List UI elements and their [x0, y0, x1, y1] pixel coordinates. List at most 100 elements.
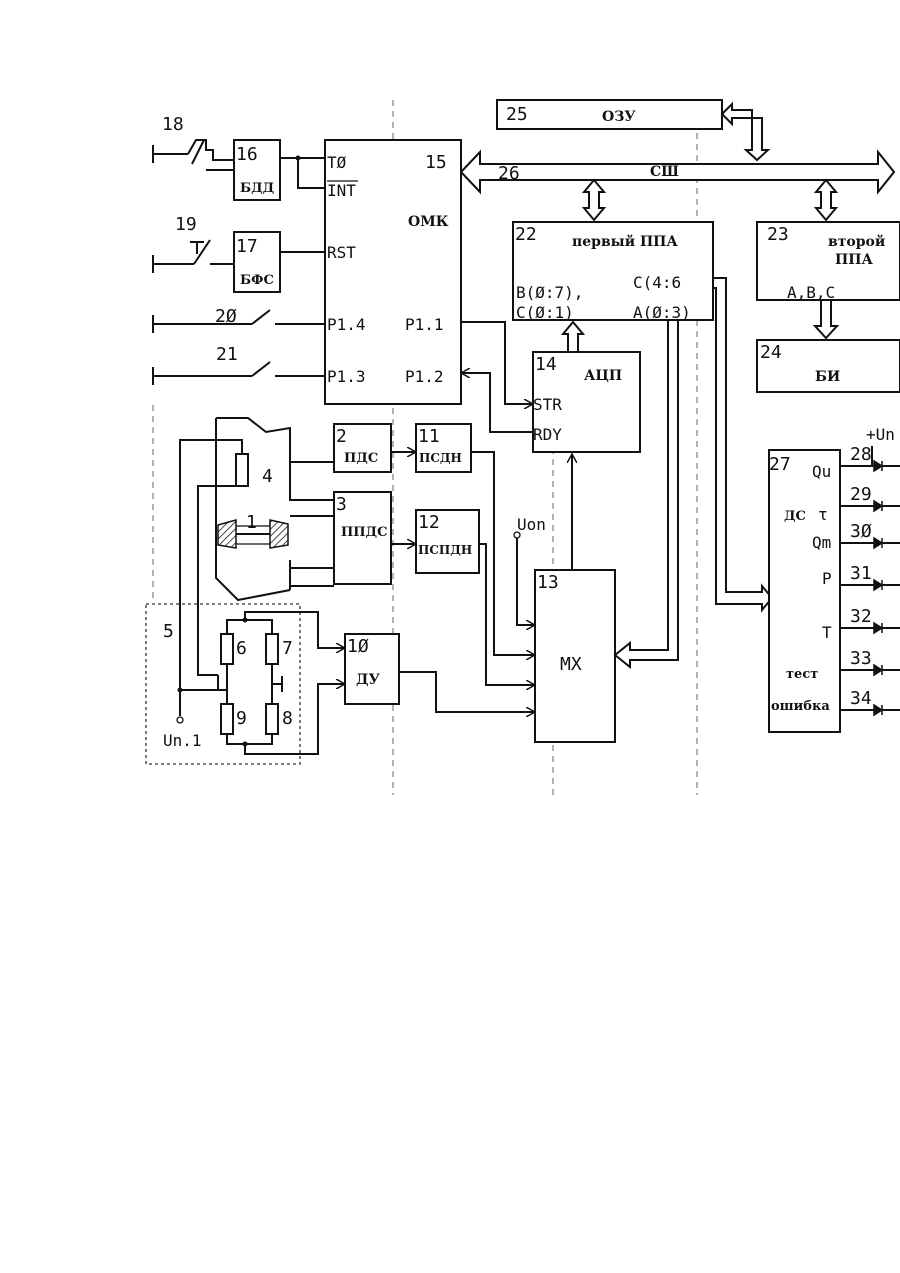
supply-plus-label: +Un	[866, 425, 895, 444]
bus-label: СШ	[650, 164, 679, 180]
block-23-second-ppa: 23 второй ППА A,B,C	[757, 222, 900, 302]
switch-21: 21	[153, 344, 325, 385]
block-label-line1: второй	[828, 233, 885, 250]
bus-number: 26	[498, 163, 520, 184]
resistor-8: 8	[282, 708, 293, 729]
block-label: ОМК	[408, 214, 449, 230]
led-number: 32	[850, 606, 872, 627]
block-number: 14	[535, 354, 557, 375]
block-label: МХ	[560, 654, 582, 675]
led-output-29: 29	[840, 484, 900, 511]
led-number: 28	[850, 444, 872, 465]
pin-p12: P1.2	[405, 367, 444, 386]
output-qu: Qu	[812, 462, 831, 481]
block-label-line2: ППА	[835, 252, 873, 268]
block-number: 3	[336, 494, 347, 515]
led-output-34: 34	[840, 688, 900, 715]
block-number: 11	[418, 426, 440, 447]
block-number: 15	[425, 152, 447, 173]
pin-p11: P1.1	[405, 315, 444, 334]
switch-18: 18	[153, 114, 234, 180]
block-24-bi: 24 БИ	[757, 340, 900, 392]
block-label: АЦП	[584, 368, 622, 384]
bus-link-25	[722, 104, 768, 160]
led-output-31: 31	[840, 563, 900, 590]
bus-link-22	[584, 180, 604, 220]
led-icon	[874, 538, 882, 548]
output-t: T	[822, 623, 832, 642]
block-number: 27	[769, 454, 791, 475]
switch-19: 19	[153, 214, 234, 273]
led-number: 31	[850, 563, 872, 584]
led-icon	[874, 623, 882, 633]
pin-rdy: RDY	[533, 425, 562, 444]
switch-number: 21	[216, 344, 238, 365]
output-test: тест	[786, 667, 818, 682]
led-number: 29	[850, 484, 872, 505]
led-output-33: 33	[840, 648, 900, 675]
led-number: 3Ø	[850, 521, 872, 542]
block-label: ДУ	[356, 672, 380, 688]
supply-label: Un.1	[163, 731, 202, 750]
block-16-bdd: 16 БДД	[234, 140, 280, 200]
bridge-circuit-5: 5 6 7 9 8 Un.1	[146, 604, 300, 764]
sensor-number: 1	[246, 512, 257, 533]
pin-a03: A(Ø:3)	[633, 303, 691, 322]
block-25-ozu: 25 ОЗУ	[497, 100, 722, 129]
block-label: ОЗУ	[602, 109, 636, 125]
thermistor-number: 4	[262, 466, 273, 487]
block-22-first-ppa: 22 первый ППА B(Ø:7), C(Ø:1) C(4:6 A(Ø:3…	[513, 222, 713, 322]
resistor-9: 9	[236, 708, 247, 729]
switch-number: 19	[175, 214, 197, 235]
block-27-ds: 27 ДС Qu τ Qm P T тест ошибка	[769, 450, 840, 732]
block-label: БДД	[240, 181, 274, 196]
block-label: ПДС	[344, 451, 378, 466]
pin-c46: C(4:6	[633, 273, 681, 292]
block-label: БФС	[240, 273, 274, 288]
pin-int: INT	[327, 181, 356, 200]
bus-link-23	[816, 180, 836, 220]
block-3-ppds: 3 ППДС	[334, 492, 391, 584]
output-tau: τ	[818, 505, 828, 524]
led-icon	[874, 501, 882, 511]
block-number: 2	[336, 426, 347, 447]
block-label: первый ППА	[572, 233, 678, 250]
block-11-psdn: 11 ПСДН	[416, 424, 471, 472]
block-label: ППДС	[341, 525, 387, 540]
block-12-pspdn: 12 ПСПДН	[416, 510, 479, 573]
pin-c01: C(Ø:1)	[516, 303, 574, 322]
pin-p13: P1.3	[327, 367, 366, 386]
bus-link-23-24	[815, 300, 837, 338]
block-number: 23	[767, 224, 789, 245]
block-17-bfs: 17 БФС	[234, 232, 280, 292]
block-number: 5	[163, 621, 174, 642]
led-number: 34	[850, 688, 872, 709]
block-label: ПСПДН	[418, 543, 472, 557]
switch-number: 18	[162, 114, 184, 135]
block-label: БИ	[815, 369, 840, 385]
block-number: 13	[537, 572, 559, 593]
block-number: 25	[506, 104, 528, 125]
led-output-28: 28	[840, 444, 900, 471]
block-number: 24	[760, 342, 782, 363]
block-14-adc: 14 АЦП STR RDY	[533, 352, 640, 452]
block-15-omk: 15 ОМК TØ INT RST P1.4 P1.3 P1.1 P1.2	[325, 140, 461, 404]
output-qm: Qm	[812, 533, 831, 552]
pin-t0: TØ	[327, 153, 347, 172]
led-icon	[874, 665, 882, 675]
led-number: 33	[850, 648, 872, 669]
pin-b07: B(Ø:7),	[516, 283, 583, 302]
block-number: 1Ø	[347, 636, 369, 657]
block-number: 16	[236, 144, 258, 165]
led-icon	[874, 461, 882, 471]
led-output-32: 32	[840, 606, 900, 633]
output-p: P	[822, 569, 832, 588]
output-error: ошибка	[771, 699, 830, 714]
pin-str: STR	[533, 395, 562, 414]
flow-sensor: 1 4	[216, 418, 290, 600]
led-output-3Ø: 3Ø	[840, 521, 900, 548]
block-10-du: 1Ø ДУ	[345, 634, 399, 704]
block-2-pds: 2 ПДС	[334, 424, 391, 472]
block-number: 12	[418, 512, 440, 533]
